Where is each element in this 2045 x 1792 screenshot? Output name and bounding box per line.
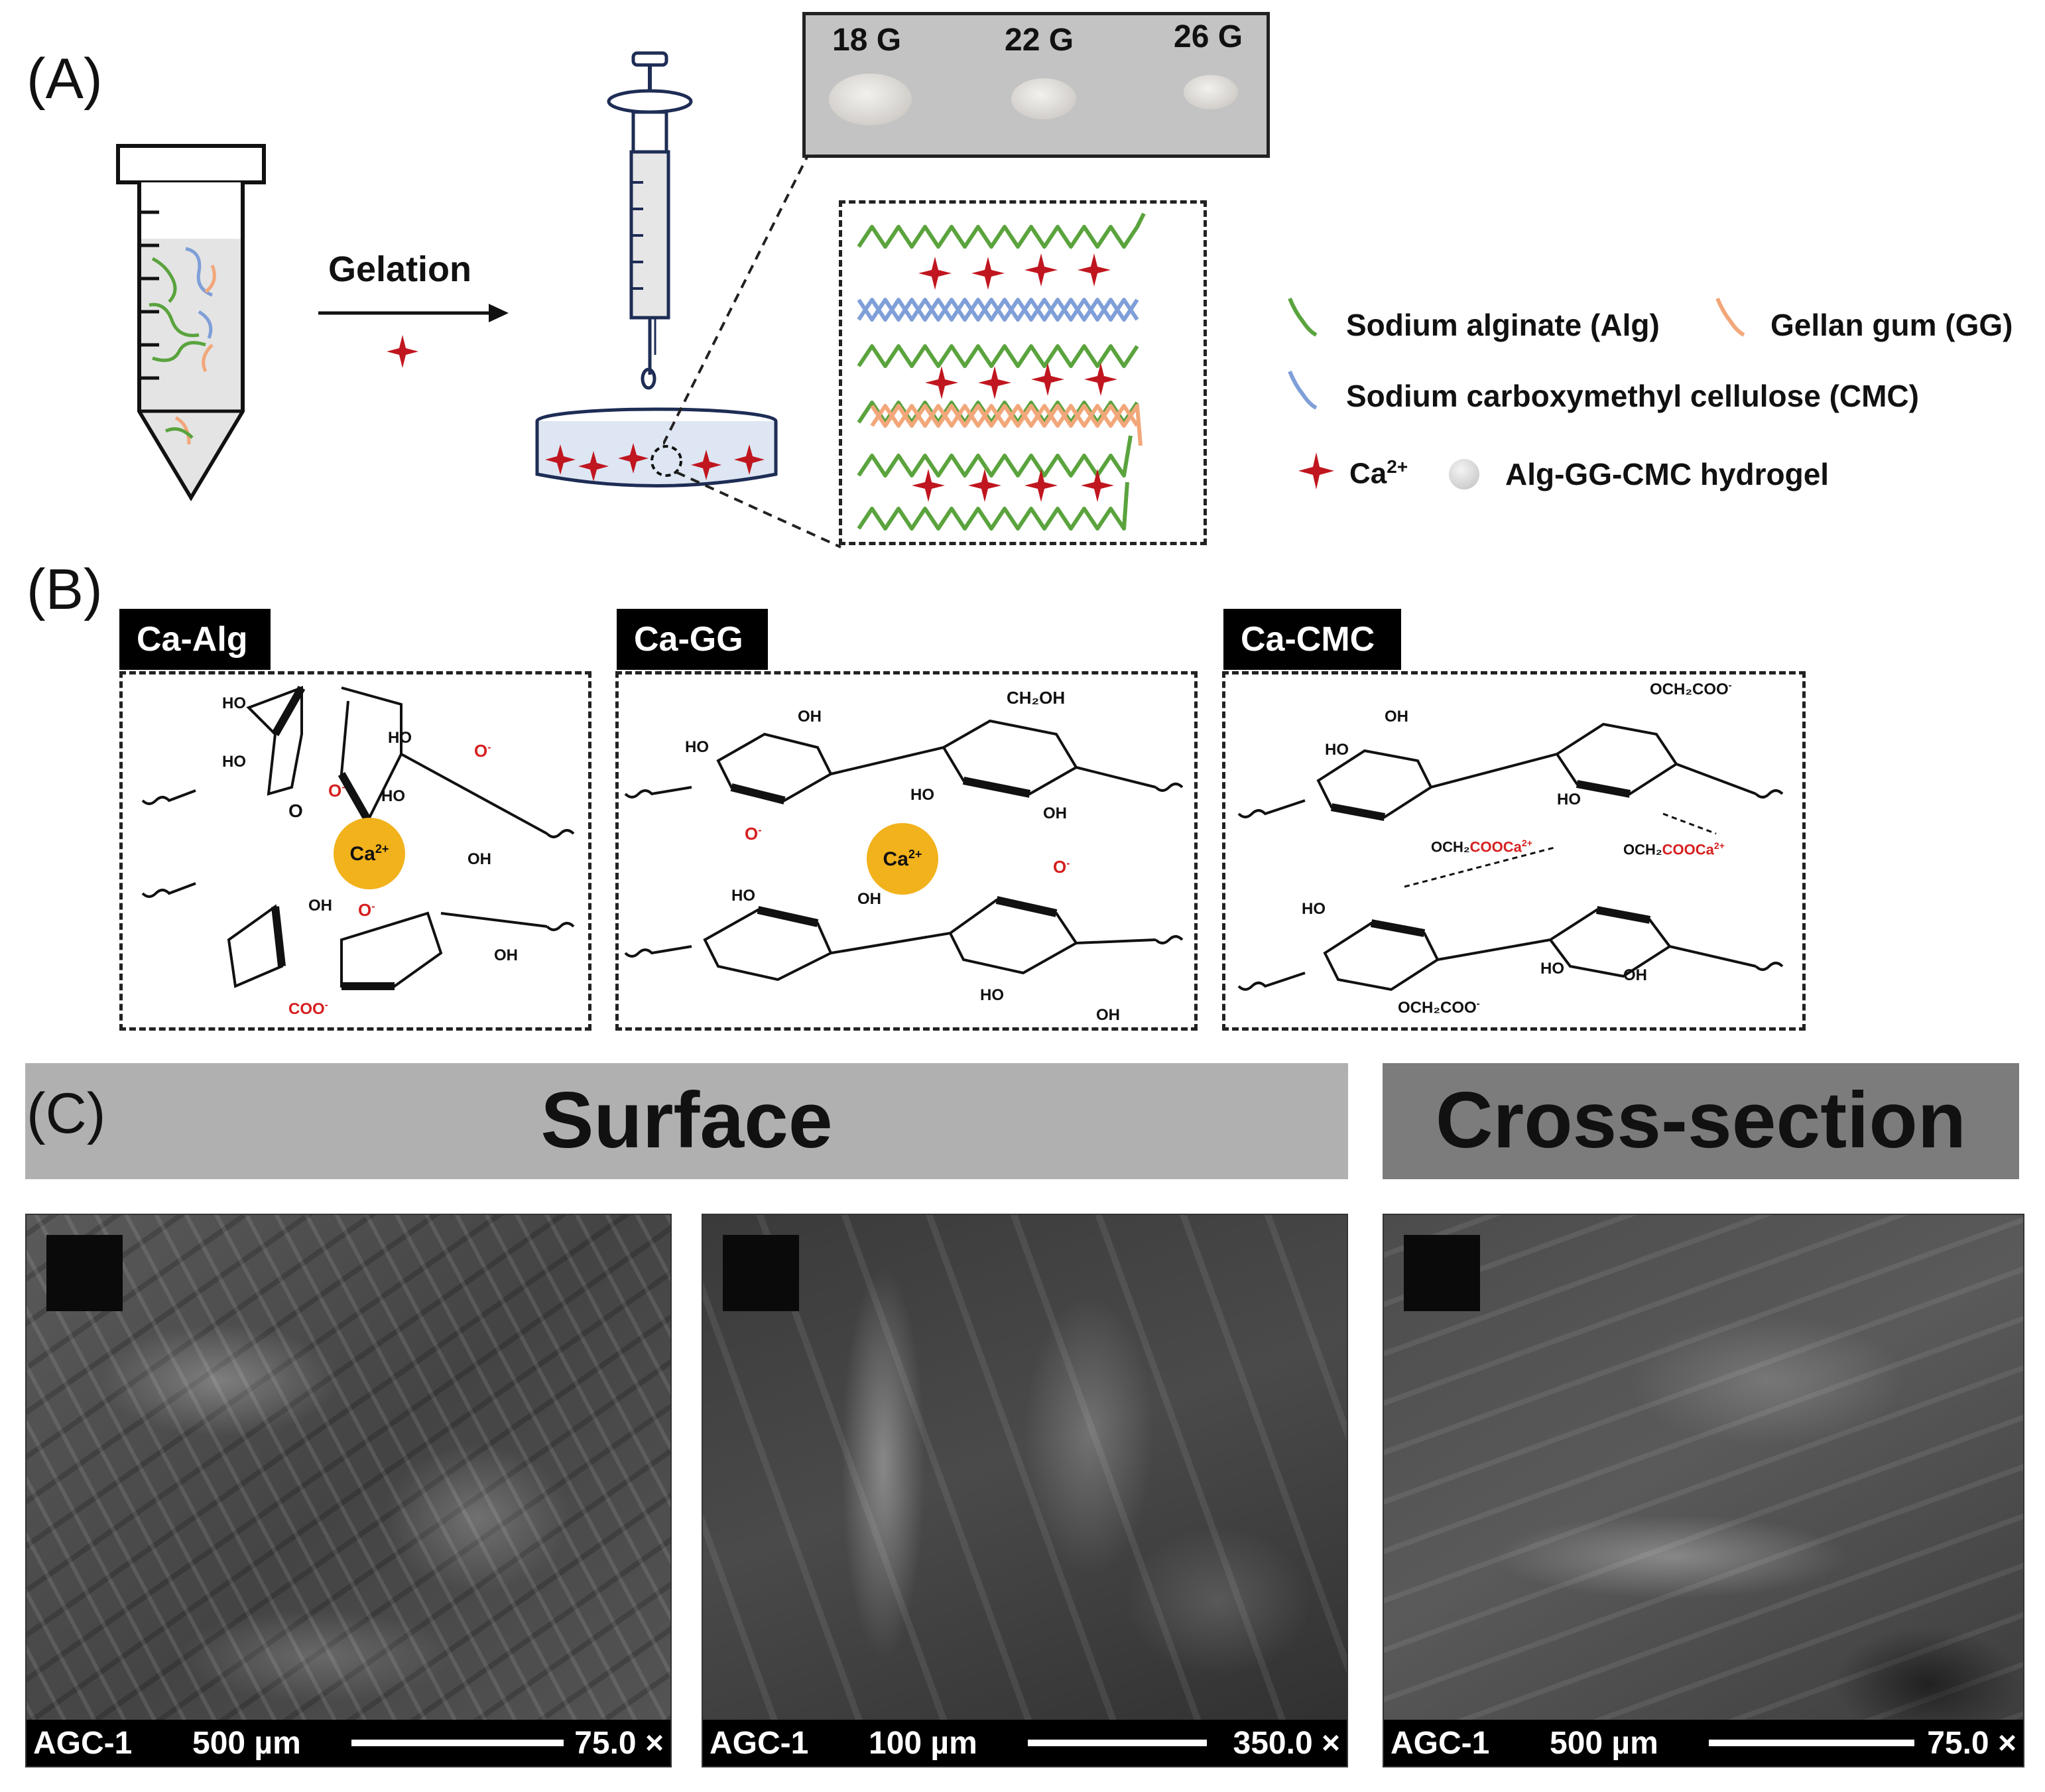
- hydrogel-bead: [1011, 78, 1076, 119]
- chem-oh-label: OH: [1096, 1006, 1120, 1024]
- legend-calcium-label: Ca2+: [1349, 456, 1408, 490]
- legend-gellan-label: Gellan gum (GG): [1770, 308, 2013, 342]
- chem-ch2oh-label: CH₂OH: [1007, 688, 1066, 708]
- surface-header: Surface: [540, 1076, 833, 1165]
- cross-section-header-bar: [1383, 1063, 2019, 1179]
- chem-oh-label: OH: [308, 897, 332, 915]
- calcium-ion-badge: Ca2+: [334, 818, 405, 889]
- sem-scale-bar: [1709, 1740, 1914, 1746]
- chem-och2coo-label: OCH₂COO-: [1398, 998, 1480, 1017]
- chem-och2coo-label: OCH₂COO-: [1650, 680, 1732, 698]
- sem-image-surface-high-mag: AGC-1 100 µm 350.0 ×: [702, 1214, 1348, 1767]
- sem-info-bar: AGC-1 500 µm 75.0 ×: [27, 1720, 670, 1766]
- gelation-label: Gelation: [328, 249, 472, 289]
- calcium-ion-icon: [1298, 452, 1334, 489]
- chem-oh-label: OH: [467, 850, 491, 868]
- legend-alginate-label: Sodium alginate (Alg): [1346, 308, 1660, 342]
- syringe-illustration: [607, 51, 693, 390]
- chem-och2cooca-label: OCH₂COOCa2+: [1431, 838, 1532, 856]
- sem-corner-mask: [723, 1235, 799, 1311]
- ca-gg-structure: [624, 719, 1184, 982]
- ca-alg-structure-box: HO HO HO HO HO OH OH OH O O- O- O- COO- …: [119, 671, 591, 1031]
- chem-coo-label: COO-: [288, 999, 328, 1018]
- calcium-ion-badge: Ca2+: [867, 823, 938, 895]
- chem-ho-label: HO: [1325, 741, 1349, 759]
- network-zoom-box: [839, 200, 1207, 545]
- chem-carboxylate-label: O-: [745, 824, 762, 844]
- chem-oh-label: OH: [494, 946, 518, 964]
- panel-b-label: (B): [27, 558, 103, 621]
- hydrogel-droplet-photo: 18 G 22 G 26 G: [802, 12, 1270, 158]
- ca-cmc-structure-box: OH HO OCH₂COO- HO OCH₂COOCa2+ OCH₂COOCa2…: [1222, 671, 1806, 1031]
- sem-corner-mask: [1404, 1235, 1480, 1311]
- ca-cmc-structure: [1237, 722, 1784, 992]
- surface-header-bar: [25, 1063, 1348, 1179]
- chem-ho-label: HO: [222, 694, 246, 712]
- sem-scale-bar: [351, 1740, 564, 1746]
- chem-ho-label: HO: [1302, 900, 1326, 918]
- legend-hydrogel-label: Alg-GG-CMC hydrogel: [1505, 457, 1829, 491]
- chem-ho-label: HO: [980, 986, 1004, 1004]
- sem-sample-label: AGC-1: [710, 1725, 809, 1761]
- ca-gg-structure-box: OH HO CH₂OH HO OH HO OH HO OH O- O- Ca2+: [615, 671, 1198, 1031]
- sem-sample-label: AGC-1: [33, 1725, 133, 1761]
- cross-section-header: Cross-section: [1435, 1076, 1967, 1165]
- sem-magnification-label: 75.0 ×: [1927, 1725, 2016, 1761]
- chem-ho-label: HO: [1557, 791, 1581, 808]
- chem-oh-label: OH: [1385, 708, 1408, 726]
- chem-ho-label: HO: [381, 787, 405, 805]
- crosslinked-network-diagram: [857, 212, 1146, 531]
- cmc-legend-swatch: [1288, 370, 1318, 410]
- panel-c-label: (C): [27, 1082, 106, 1145]
- ca-gg-title: Ca-GG: [617, 609, 768, 670]
- sem-info-bar: AGC-1 100 µm 350.0 ×: [703, 1720, 1347, 1766]
- chem-carboxylate-label: O-: [1053, 857, 1070, 877]
- chem-ho-label: HO: [910, 786, 934, 804]
- zoom-connector-lines: [663, 155, 841, 548]
- hydrogel-bead: [1184, 75, 1238, 109]
- chem-oh-label: OH: [1623, 966, 1647, 984]
- sem-image-surface-low-mag: AGC-1 500 µm 75.0 ×: [25, 1214, 672, 1767]
- chem-carboxylate-label: O-: [474, 741, 491, 761]
- sem-magnification-label: 75.0 ×: [574, 1725, 664, 1761]
- needle-gauge-label: 22 G: [1005, 23, 1074, 58]
- centrifuge-tube-illustration: [116, 144, 266, 501]
- sem-magnification-label: 350.0 ×: [1233, 1725, 1340, 1761]
- sem-scale-label: 100 µm: [869, 1725, 977, 1761]
- chem-och2cooca-label: OCH₂COOCa2+: [1623, 840, 1725, 858]
- chem-ho-label: HO: [388, 729, 412, 747]
- chem-carboxylate-label: O-: [358, 900, 375, 920]
- sem-info-bar: AGC-1 500 µm 75.0 ×: [1384, 1720, 2023, 1766]
- chem-oh-label: OH: [1043, 804, 1067, 822]
- ca-cmc-title: Ca-CMC: [1223, 609, 1401, 670]
- sem-scale-label: 500 µm: [192, 1725, 301, 1761]
- chem-ho-label: HO: [1540, 960, 1564, 978]
- chem-oh-label: OH: [857, 890, 881, 908]
- alginate-legend-swatch: [1288, 297, 1318, 337]
- sem-scale-bar: [1028, 1740, 1207, 1746]
- petri-dish-illustration: [535, 407, 778, 487]
- sem-image-cross-section: AGC-1 500 µm 75.0 ×: [1383, 1214, 2024, 1767]
- chem-ho-label: HO: [222, 753, 246, 771]
- ca-alg-structure: [141, 686, 575, 990]
- sem-scale-label: 500 µm: [1550, 1725, 1658, 1761]
- panel-a-label: (A): [27, 47, 103, 111]
- chem-oh-label: OH: [798, 708, 822, 726]
- hydrogel-bead: [829, 74, 912, 125]
- chem-ho-label: HO: [731, 887, 755, 905]
- legend-cmc-label: Sodium carboxymethyl cellulose (CMC): [1346, 379, 1919, 413]
- gellan-legend-swatch: [1715, 297, 1745, 337]
- needle-gauge-label: 18 G: [832, 23, 902, 58]
- needle-gauge-label: 26 G: [1174, 19, 1243, 54]
- chem-ho-label: HO: [685, 738, 709, 756]
- chem-o-label: O: [288, 800, 303, 821]
- chem-carboxylate-label: O-: [328, 781, 345, 800]
- gelation-arrow: [318, 304, 509, 368]
- sem-corner-mask: [46, 1235, 123, 1311]
- sem-sample-label: AGC-1: [1391, 1725, 1490, 1761]
- ca-alg-title: Ca-Alg: [119, 609, 271, 670]
- hydrogel-bead-icon: [1449, 459, 1479, 489]
